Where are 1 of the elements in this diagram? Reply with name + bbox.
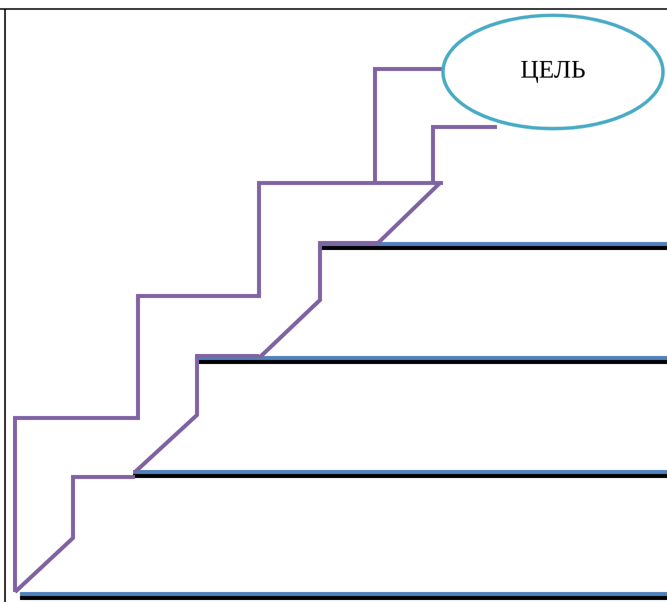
node-label: ЦЕЛЬ xyxy=(521,61,585,83)
